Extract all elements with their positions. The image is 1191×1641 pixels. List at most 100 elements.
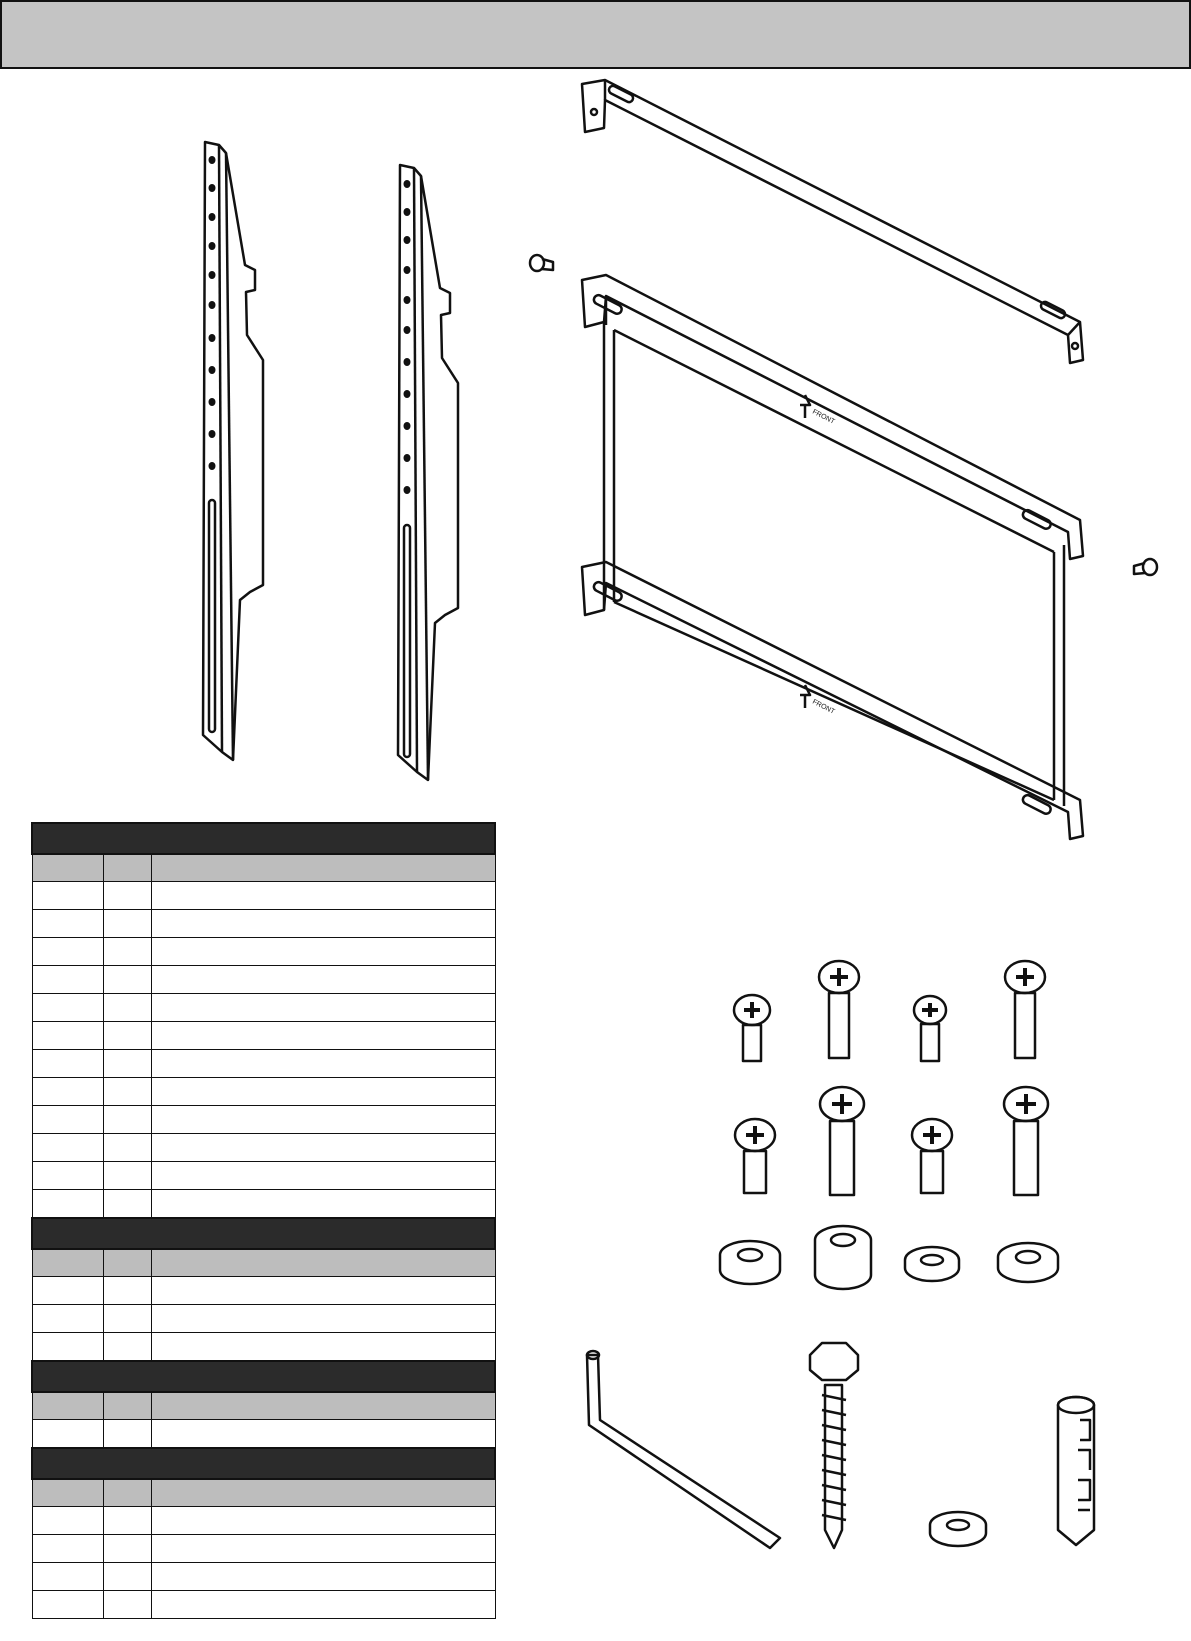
lag-bolt-washer [928,1510,988,1548]
table-cell [150,1332,496,1362]
table-cell [102,1021,152,1050]
table-row [31,1021,496,1050]
column-header [102,1391,152,1420]
table-cell [31,1534,104,1563]
table-cell [31,1049,104,1078]
frame-screw-left [528,253,555,273]
section-title [31,1447,496,1480]
table-cell [102,1161,152,1190]
frame-screw-right [1132,557,1159,577]
table-cell [150,965,496,994]
column-header [150,1248,496,1277]
parts-list-table [31,822,496,1619]
table-cell [102,1562,152,1591]
table-cell [31,1304,104,1333]
table-row [31,1049,496,1078]
table-row [31,1189,496,1219]
screw-m6-short [733,1117,777,1195]
table-row [31,965,496,994]
column-header [102,853,152,882]
table-cell [102,1133,152,1162]
column-header [150,1391,496,1420]
table-cell [31,881,104,910]
table-cell [31,1021,104,1050]
table-cell [150,1276,496,1305]
column-header [102,1248,152,1277]
table-cell [31,1506,104,1535]
table-cell [150,1021,496,1050]
table-cell [150,881,496,910]
table-section-header [31,1360,496,1393]
screw-set-row-2 [733,1085,1050,1197]
table-cell [31,909,104,938]
vertical-rail-left [201,140,265,762]
table-cell [31,1419,104,1449]
header-bar [0,0,1191,69]
table-section-header [31,1447,496,1480]
table-cell [150,1304,496,1333]
vertical-rail-right [396,163,460,782]
table-row [31,1419,496,1449]
top-wall-bracket [580,78,1085,365]
table-cell [102,1049,152,1078]
washer-medium [996,1241,1060,1284]
wall-plate-frame [580,273,1085,841]
table-row [31,1304,496,1333]
table-row [31,1276,496,1305]
table-cell [102,909,152,938]
table-cell [150,1133,496,1162]
table-cell [102,1276,152,1305]
screw-set-row-1 [732,959,1047,1063]
table-cell [102,1304,152,1333]
table-column-headers [31,1478,496,1507]
table-cell [102,1590,152,1619]
column-header [31,853,104,882]
screw-m8-short [910,1117,954,1195]
table-cell [150,1049,496,1078]
screw-m6-long [818,1085,866,1197]
table-cell [102,965,152,994]
table-row [31,1534,496,1563]
column-header [150,1478,496,1507]
table-cell [150,1562,496,1591]
table-cell [102,1419,152,1449]
section-title [31,1360,496,1393]
table-cell [150,1077,496,1106]
section-title [31,1217,496,1250]
table-cell [102,937,152,966]
column-header [31,1248,104,1277]
table-cell [31,1332,104,1362]
table-cell [150,909,496,938]
column-header [102,1478,152,1507]
table-column-headers [31,1248,496,1277]
table-cell [102,1105,152,1134]
table-row [31,1105,496,1134]
table-cell [102,881,152,910]
screw-m8-long [1002,1085,1050,1197]
washer-row [718,1224,1060,1291]
table-row [31,1506,496,1535]
table-cell [150,1534,496,1563]
table-row [31,937,496,966]
wall-anchor [1056,1395,1096,1547]
table-cell [102,1506,152,1535]
table-cell [150,1506,496,1535]
washer-large [718,1239,782,1286]
column-header [31,1478,104,1507]
table-row [31,1590,496,1619]
screw-m5-long [1003,959,1047,1060]
section-title [31,822,496,855]
table-row [31,1332,496,1362]
table-cell [150,1590,496,1619]
column-header [150,853,496,882]
table-cell [150,1161,496,1190]
table-cell [31,1161,104,1190]
table-column-headers [31,1391,496,1420]
table-cell [150,1105,496,1134]
table-cell [31,1590,104,1619]
table-cell [31,965,104,994]
table-row [31,1133,496,1162]
table-cell [31,937,104,966]
table-cell [31,993,104,1022]
